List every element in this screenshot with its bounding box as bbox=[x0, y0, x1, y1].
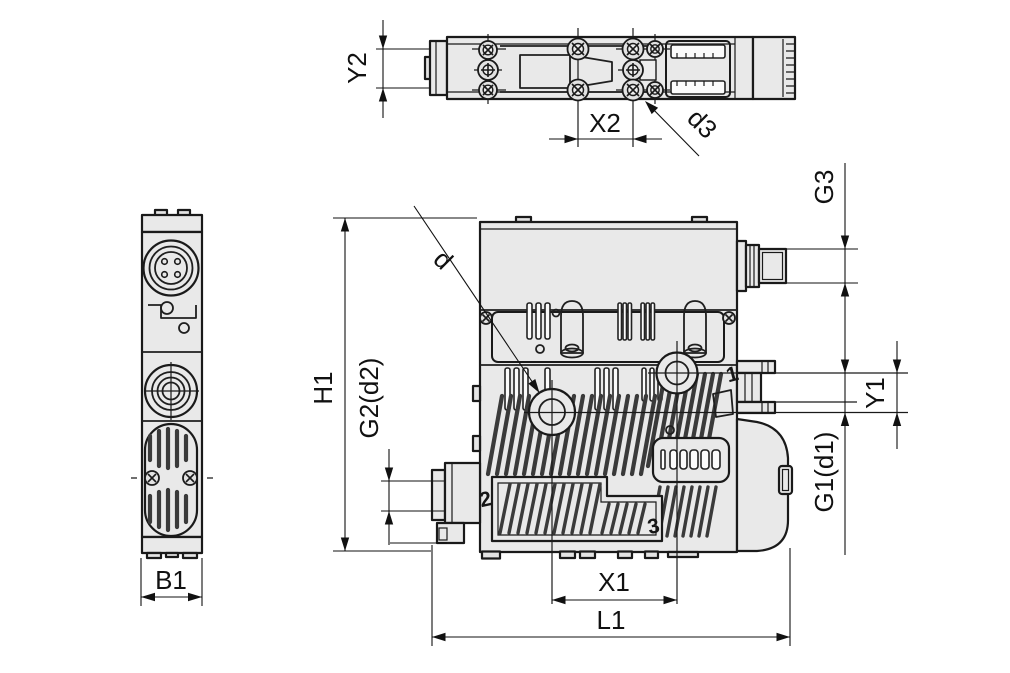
dim-l1: L1 bbox=[431, 545, 791, 646]
left-edge-bump-1 bbox=[471, 384, 482, 403]
port-1-fitting bbox=[735, 359, 777, 415]
side-bottom-tab-mid bbox=[164, 551, 180, 559]
centerlines bbox=[524, 341, 908, 604]
side-small-hole bbox=[178, 322, 190, 334]
top-view-left-cap bbox=[428, 39, 449, 97]
connector-circle bbox=[142, 239, 200, 297]
right-edge-slot bbox=[777, 464, 794, 496]
top-view-inner-block bbox=[519, 54, 571, 89]
side-bottom-tab-right bbox=[181, 551, 199, 560]
nozzle-left bbox=[560, 300, 584, 354]
dim-x1: X1 bbox=[552, 567, 677, 605]
dim-g1d1: G1(d1) bbox=[809, 359, 850, 513]
front-lower-left-panel bbox=[490, 475, 664, 543]
side-view bbox=[131, 208, 213, 560]
side-bottom-cap bbox=[140, 535, 204, 555]
dim-label-d: d bbox=[428, 244, 459, 275]
screw-group-left bbox=[477, 40, 499, 100]
dim-label-d3: d3 bbox=[682, 103, 724, 145]
dim-g2d2: G2(d2) bbox=[354, 358, 447, 545]
nozzle-right bbox=[683, 300, 707, 354]
top-view-right-cap bbox=[751, 35, 797, 101]
side-silencer bbox=[131, 422, 213, 538]
front-feet bbox=[480, 550, 700, 560]
silencer-slats-right bbox=[645, 371, 724, 469]
side-small-boss bbox=[160, 301, 174, 315]
dim-g3: G3 bbox=[786, 163, 858, 555]
dim-d3: d3 bbox=[645, 101, 724, 157]
dim-label-g1d1: G1(d1) bbox=[809, 432, 839, 513]
dim-label-x2: X2 bbox=[589, 108, 621, 138]
top-view-taper bbox=[569, 54, 613, 89]
dim-y2: Y2 bbox=[342, 20, 429, 118]
dim-label-x1: X1 bbox=[598, 567, 630, 597]
dim-label-y1: Y1 bbox=[860, 377, 890, 409]
front-middle-panel bbox=[479, 300, 736, 363]
right-edge-slot-inner bbox=[781, 468, 790, 492]
dim-y1: Y1 bbox=[860, 341, 902, 449]
front-view: 1 2 3 bbox=[430, 215, 908, 604]
dim-x2: X2 bbox=[549, 108, 662, 144]
dim-label-l1: L1 bbox=[597, 605, 626, 635]
port-2-fitting bbox=[430, 461, 482, 545]
top-view bbox=[423, 28, 797, 147]
side-top-cap bbox=[140, 213, 204, 234]
front-lower-right-block bbox=[735, 417, 790, 553]
dim-label-y2: Y2 bbox=[342, 52, 372, 84]
port-number-2: 2 bbox=[478, 487, 494, 512]
front-detail-plate bbox=[651, 436, 731, 484]
screw-group-middle bbox=[566, 37, 590, 102]
dim-b1: B1 bbox=[140, 558, 203, 606]
side-bottom-tab-left bbox=[145, 551, 163, 560]
port-number-3: 3 bbox=[646, 514, 662, 539]
dim-label-b1: B1 bbox=[155, 565, 187, 595]
left-edge-bump-2 bbox=[471, 434, 482, 453]
side-port-circle bbox=[143, 362, 199, 420]
small-quad-detail bbox=[712, 389, 734, 418]
top-view-knurl-hatch bbox=[782, 39, 794, 97]
dim-label-g3: G3 bbox=[809, 170, 839, 205]
dim-h1: H1 bbox=[308, 217, 477, 552]
screw-group-right bbox=[621, 37, 664, 102]
side-step-notch bbox=[148, 304, 197, 319]
dim-label-g2d2: G2(d2) bbox=[354, 358, 384, 439]
front-connector bbox=[735, 239, 788, 293]
dim-label-h1: H1 bbox=[308, 371, 338, 404]
top-view-slot-panel bbox=[665, 40, 731, 98]
small-pin-hole bbox=[665, 425, 675, 435]
